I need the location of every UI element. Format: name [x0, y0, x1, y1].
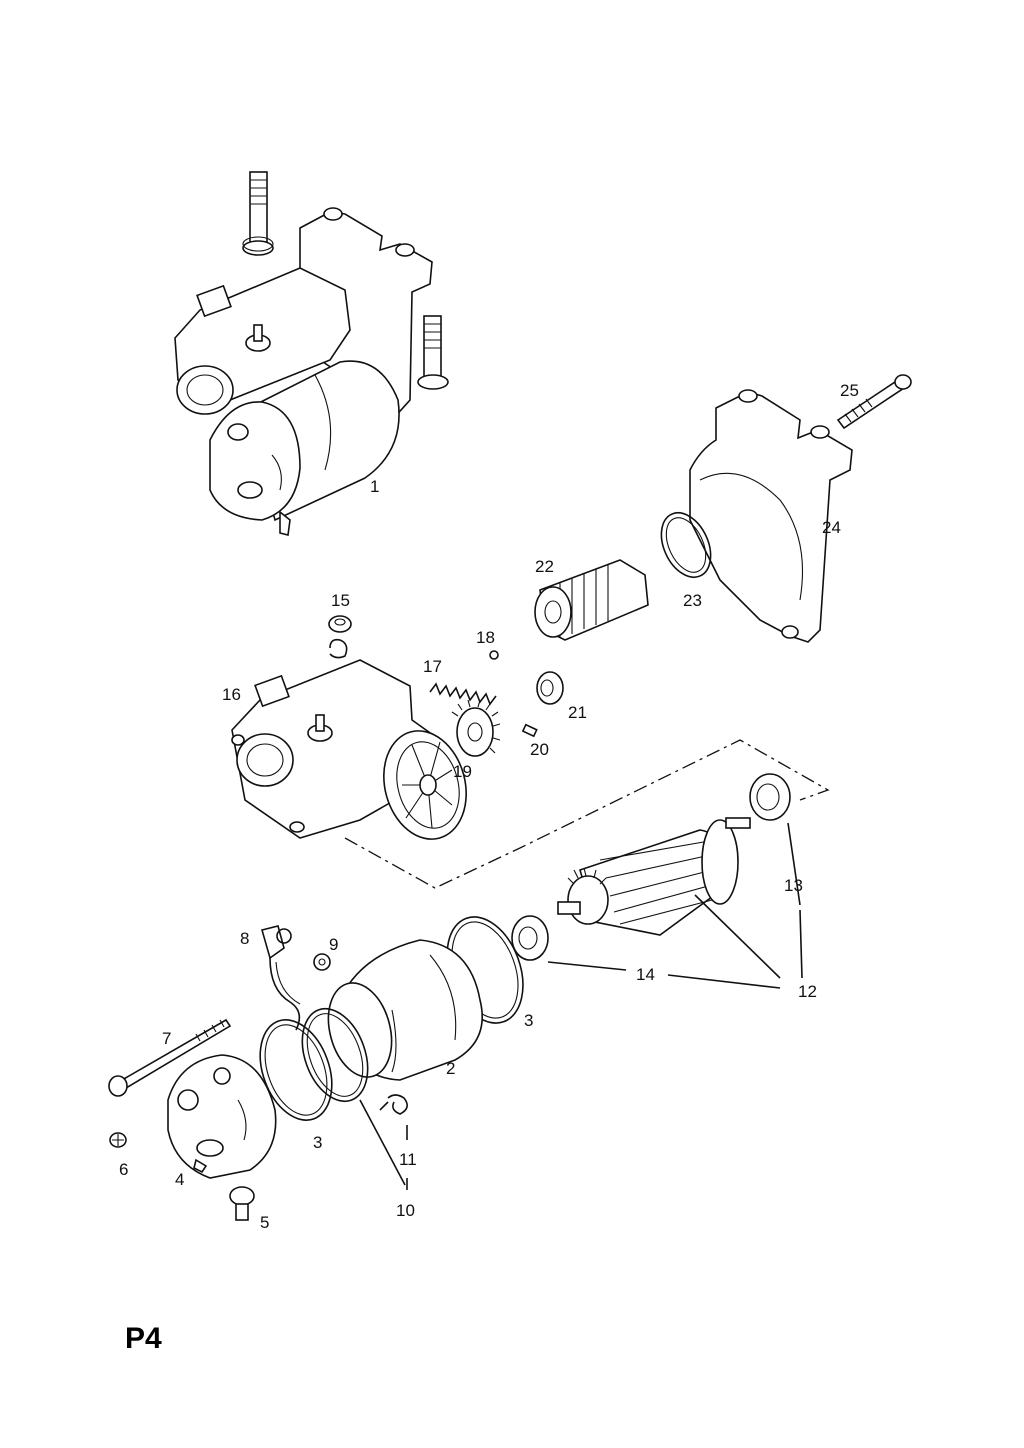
mounting-bolt-upper — [242, 171, 274, 256]
callout-23: 23 — [683, 591, 702, 610]
callout-5: 5 — [260, 1213, 269, 1232]
callout-16: 16 — [222, 685, 241, 704]
yoke-seal-ring-end — [259, 1019, 333, 1121]
callout-4: 4 — [175, 1170, 184, 1189]
callout-20: 20 — [530, 740, 549, 759]
through-bolt — [108, 1018, 232, 1097]
callout-19: 19 — [453, 762, 472, 781]
callout-1: 1 — [370, 477, 379, 496]
mounting-bolt-lower — [417, 315, 449, 390]
callout-14: 14 — [636, 965, 655, 984]
terminal-nut — [328, 615, 352, 659]
grommet-plug — [229, 1186, 255, 1221]
callout-labels: 1 2 3 3 4 5 6 7 8 9 10 11 12 13 14 15 16… — [119, 381, 859, 1232]
callout-24: 24 — [822, 518, 841, 537]
callout-25: 25 — [840, 381, 859, 400]
callout-15: 15 — [331, 591, 350, 610]
callout-12: 12 — [798, 982, 817, 1001]
housing-seal-ring — [660, 512, 712, 578]
callout-7: 7 — [162, 1029, 171, 1048]
commutator-end-cap — [209, 401, 301, 521]
starter-assembly-complete — [174, 171, 449, 536]
commutator-end-bearing — [511, 915, 549, 961]
callout-10: 10 — [396, 1201, 415, 1220]
locating-pin — [521, 723, 538, 738]
intermediate-gear — [451, 699, 501, 757]
assembly-axis-line — [344, 739, 830, 889]
callout-6: 6 — [119, 1160, 128, 1179]
callout-21: 21 — [568, 703, 587, 722]
field-yoke — [327, 939, 484, 1081]
callout-17: 17 — [423, 657, 442, 676]
drive-end-housing — [689, 391, 853, 643]
callout-3-drive: 3 — [524, 1011, 533, 1030]
callout-18: 18 — [476, 628, 495, 647]
field-lead-wire — [261, 925, 301, 1031]
drive-end-bolt — [836, 374, 912, 430]
callout-3-end: 3 — [313, 1133, 322, 1152]
armature — [557, 817, 751, 936]
return-spring — [429, 682, 497, 706]
drive-pinion — [534, 559, 649, 641]
brush-clip — [387, 1094, 408, 1115]
planetary-gear-carrier — [383, 730, 467, 840]
cover-screw — [109, 1132, 127, 1148]
pinion-stop-collar — [536, 671, 564, 705]
commutator-end-cover — [167, 1054, 277, 1179]
callout-22: 22 — [535, 557, 554, 576]
brush-plate-seal — [301, 1007, 369, 1103]
callout-9: 9 — [329, 935, 338, 954]
page-code: P4 — [125, 1322, 162, 1355]
callout-2: 2 — [446, 1059, 455, 1078]
drive-end-bearing — [749, 773, 791, 821]
leader-lines — [359, 822, 803, 1190]
brush-nut — [313, 953, 331, 971]
callout-8: 8 — [240, 929, 249, 948]
callout-11: 11 — [399, 1150, 417, 1169]
steel-ball — [489, 650, 499, 660]
callout-13: 13 — [784, 876, 803, 895]
